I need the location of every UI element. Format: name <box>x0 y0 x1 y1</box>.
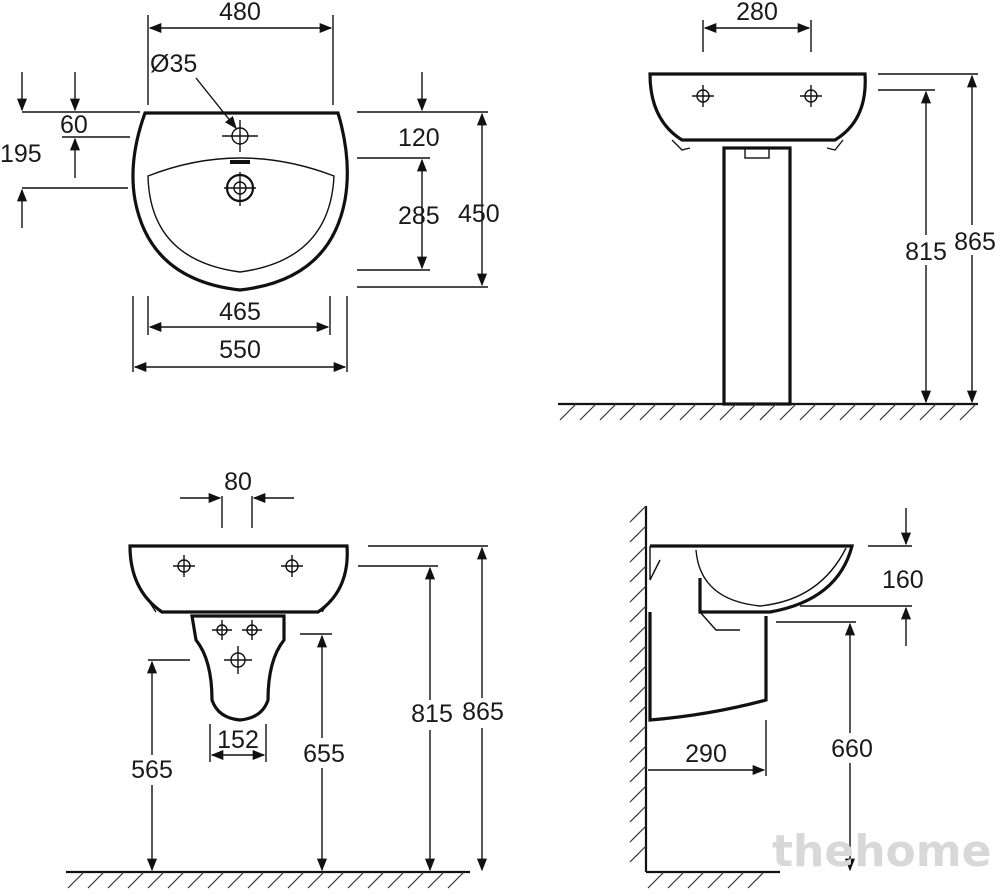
overflow-slot <box>230 160 250 164</box>
semi-basin <box>128 544 349 614</box>
side-shroud <box>648 612 768 722</box>
dim-160: 160 <box>882 566 924 594</box>
basin-outline <box>131 111 349 292</box>
dim-865-pedestal: 865 <box>954 228 996 256</box>
wall-hatch <box>629 505 647 863</box>
dim-565: 565 <box>131 756 173 784</box>
pedestal-column <box>722 146 792 406</box>
dim-655: 655 <box>303 740 345 768</box>
semi-pedestal-side-view: 160 290 660 <box>629 505 924 889</box>
pedestal-view: 280 815 865 <box>558 0 997 421</box>
basin-bowl <box>147 157 335 273</box>
dim-hole-diameter: Ø35 <box>150 50 197 78</box>
dim-280: 280 <box>736 0 778 26</box>
dim-195: 195 <box>0 140 42 168</box>
dim-120: 120 <box>398 124 440 152</box>
dim-450: 450 <box>458 200 500 228</box>
semi-pedestal-shroud <box>190 614 286 722</box>
dim-550: 550 <box>219 336 261 364</box>
dim-815-semi: 815 <box>411 700 453 728</box>
dim-480: 480 <box>219 0 261 26</box>
pedestal-basin <box>648 72 867 142</box>
dim-815-pedestal: 815 <box>905 238 947 266</box>
semi-pedestal-front-view: 80 152 565 655 815 865 <box>66 468 506 889</box>
dim-865-semi: 865 <box>462 698 504 726</box>
dim-60: 60 <box>60 111 88 139</box>
side-basin <box>650 544 855 614</box>
top-view: 480 Ø35 60 195 120 285 450 465 550 <box>0 0 500 373</box>
dim-465: 465 <box>219 298 261 326</box>
floor-hatch-1 <box>559 403 977 421</box>
floor-hatch-2 <box>67 871 465 889</box>
dim-290: 290 <box>685 740 727 768</box>
dim-80: 80 <box>224 468 252 496</box>
watermark: thehome <box>772 826 991 877</box>
dim-285: 285 <box>398 202 440 230</box>
dim-660: 660 <box>831 735 873 763</box>
dim-152: 152 <box>217 726 259 754</box>
